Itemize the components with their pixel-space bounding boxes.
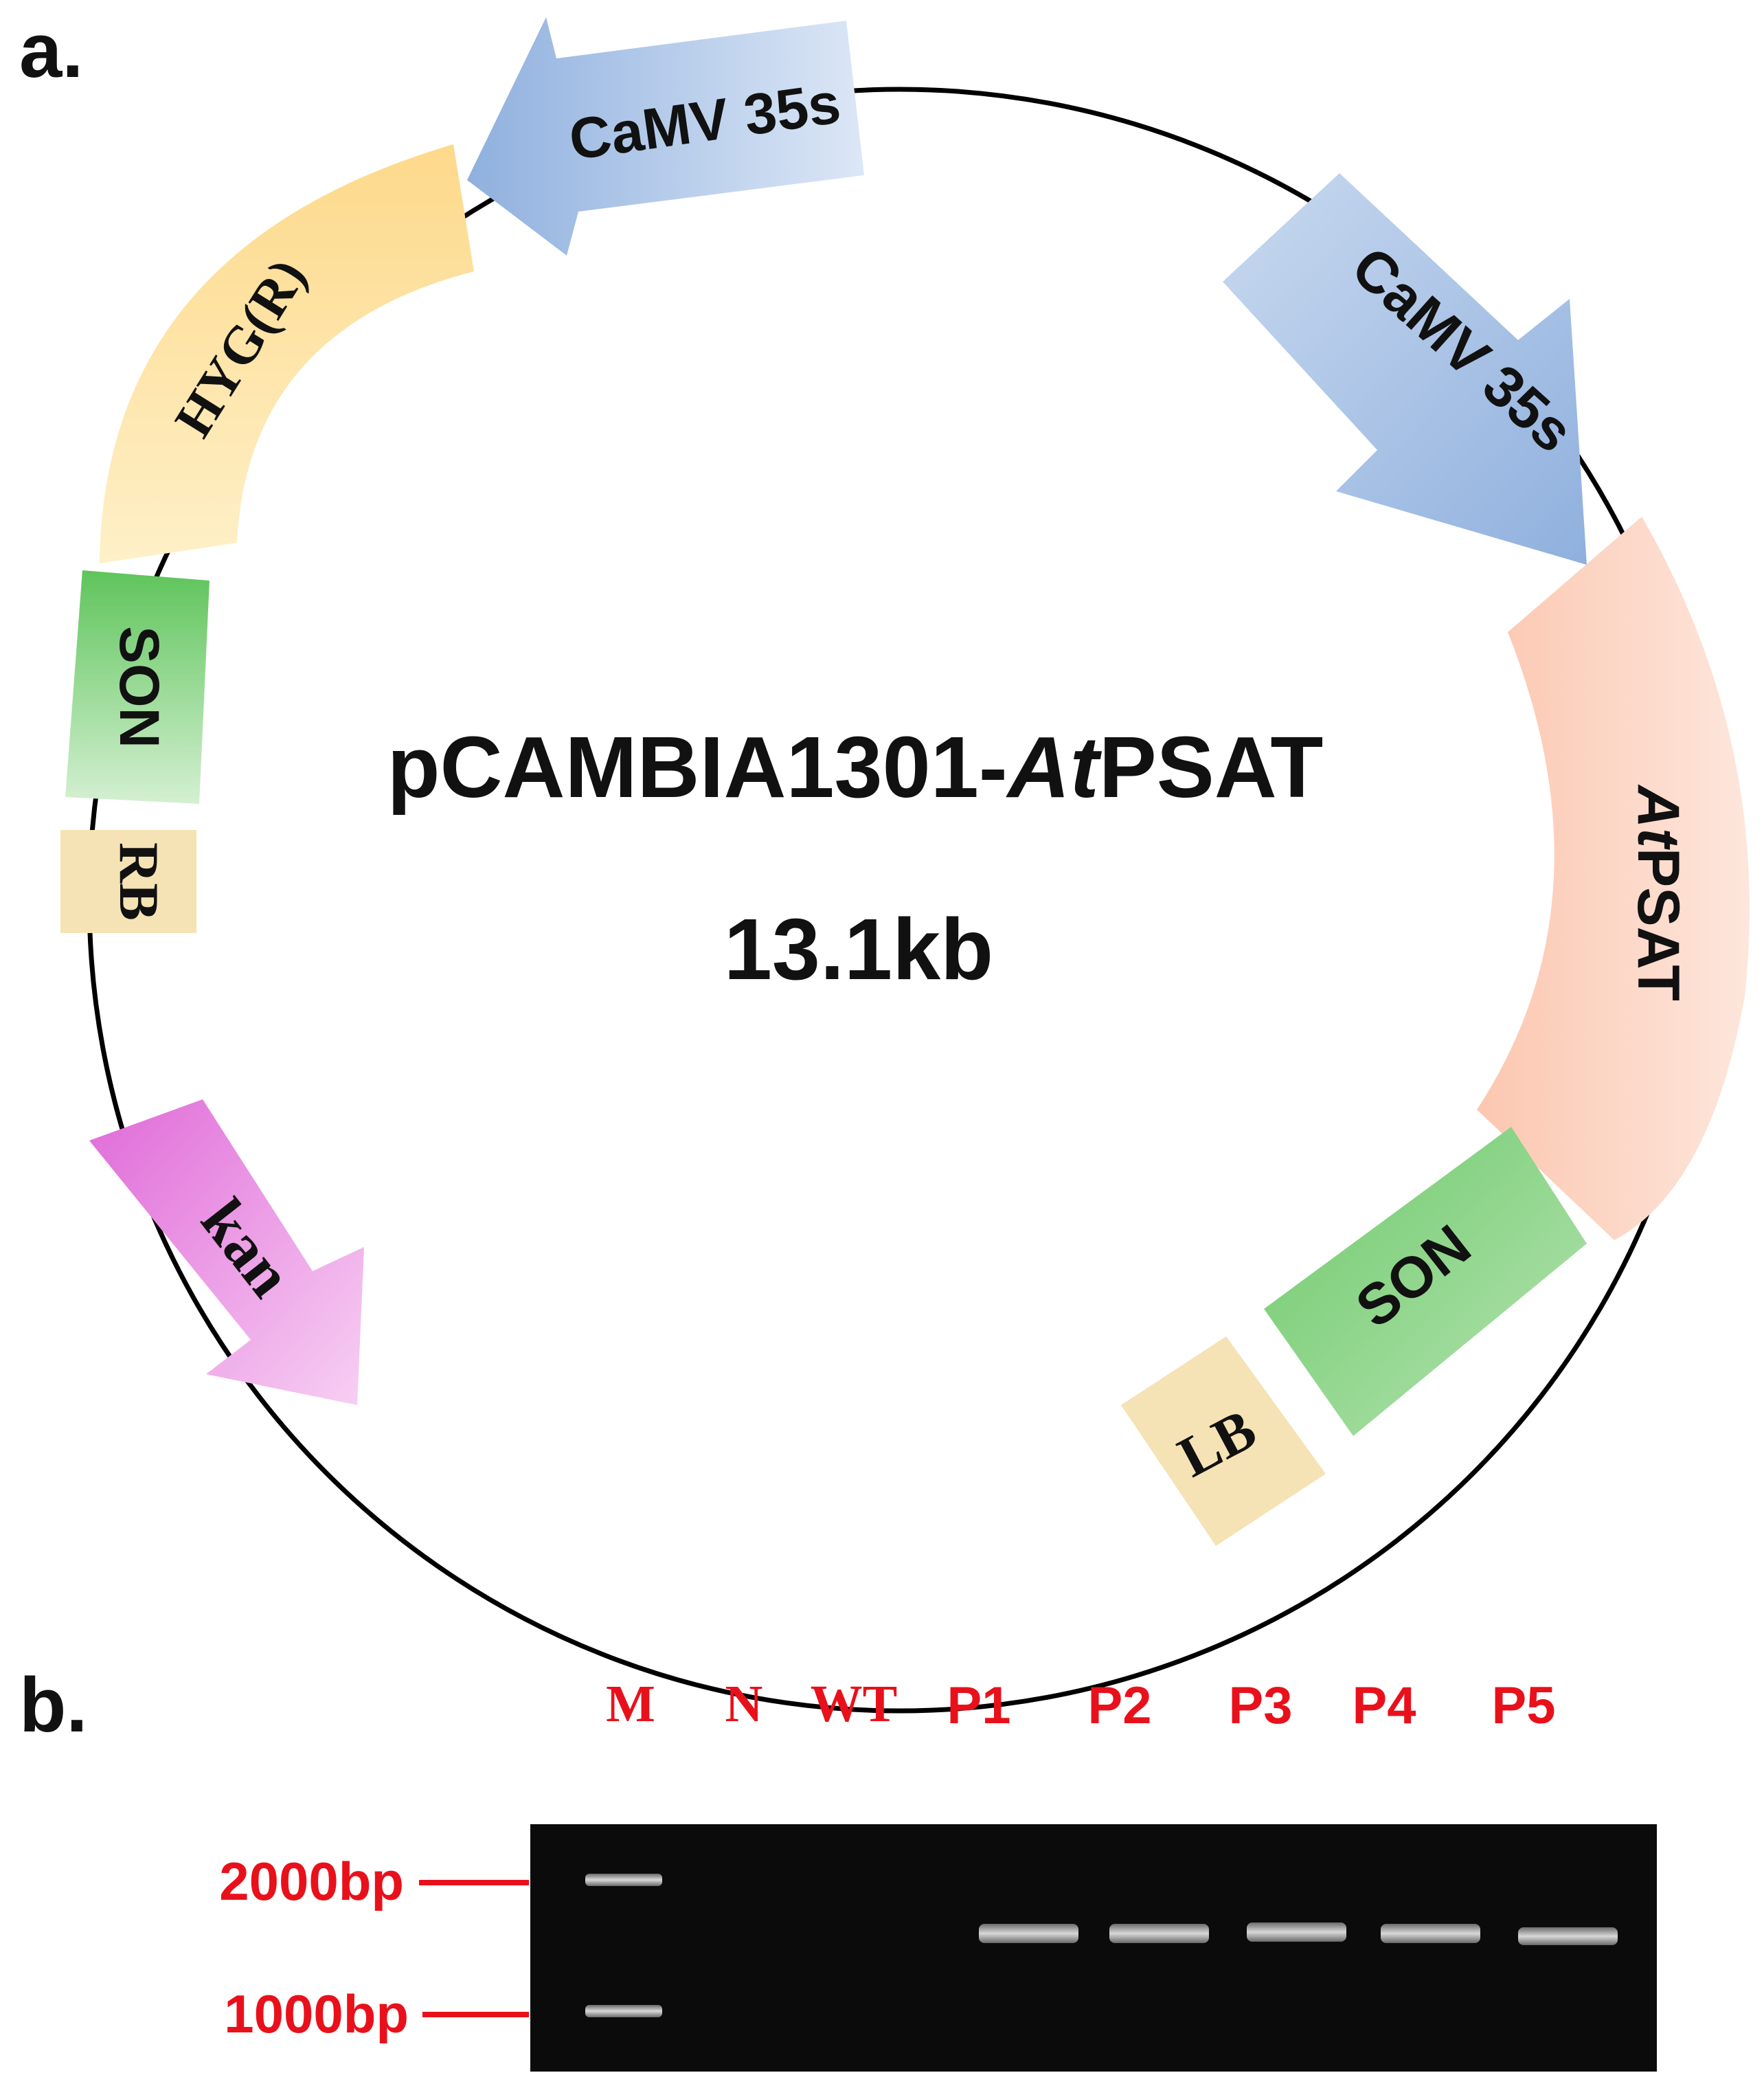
lane-label-p5: P5 [1492,1676,1556,1735]
lane-label-n: N [725,1675,763,1733]
feature-kan: kan [89,1099,364,1405]
marker-band-1000 [585,2005,662,2017]
marker-label-1000bp: 1000bp [224,1984,409,2044]
feature-atpsat-label: AtPSAT [1625,784,1691,1001]
band-p3 [1247,1922,1346,1942]
feature-lb: LB [1121,1336,1326,1546]
lane-label-p1: P1 [947,1676,1011,1735]
band-p5 [1518,1927,1618,1945]
band-p4 [1381,1924,1480,1943]
panel-b-label: b. [19,1662,88,1748]
marker-band-2000 [585,1874,662,1886]
lane-label-wt: WT [811,1675,898,1733]
marker-label-2000bp: 2000bp [219,1851,404,1911]
panel-a-label: a. [19,8,83,93]
feature-hyg: HYG(R) [100,144,474,563]
lane-label-p4: P4 [1353,1676,1416,1735]
plasmid-size: 13.1kb [724,901,993,998]
feature-rb: RB [60,830,196,933]
gel-image [530,1824,1657,2072]
feature-camv35s-right: CaMV 35s [1223,173,1587,565]
feature-son-left: SON [65,570,210,804]
lane-label-m: M [606,1675,655,1733]
feature-atpsat: AtPSAT [1477,517,1750,1240]
band-p2 [1109,1924,1209,1943]
lane-labels: M N WT P1 P2 P3 P4 P5 [606,1675,1555,1735]
band-p1 [979,1924,1078,1943]
feature-son-right: SON [1264,1127,1587,1436]
lane-label-p2: P2 [1088,1676,1152,1735]
feature-son-left-label: SON [108,626,170,748]
feature-rb-label: RB [108,842,170,921]
plasmid-name: pCAMBIA1301-AtPSAT [387,719,1324,816]
lane-label-p3: P3 [1229,1676,1293,1735]
feature-camv35s-top: CaMV 35s [467,17,864,256]
